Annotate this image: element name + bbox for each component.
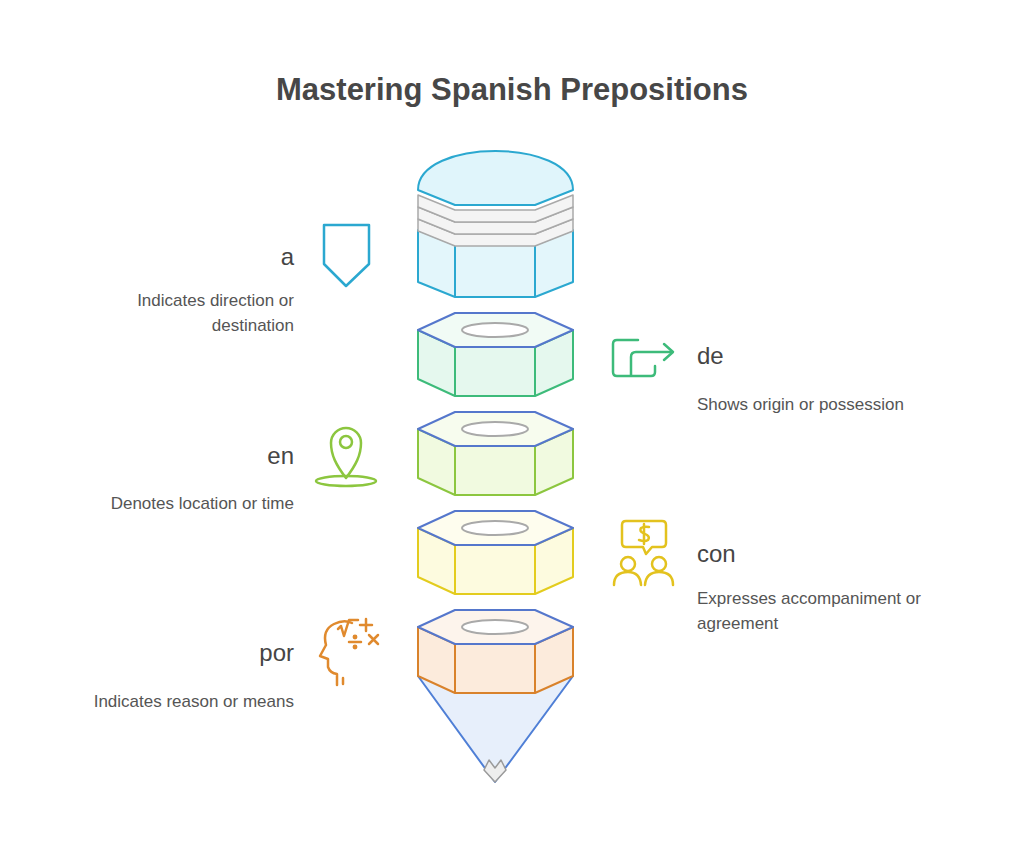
pencil-cap <box>418 151 573 297</box>
preposition-label: de <box>697 341 777 371</box>
description-text: Indicates reason or means <box>24 689 294 714</box>
preposition-label: a <box>214 242 294 272</box>
preposition-label: con <box>697 539 777 569</box>
arrow-icon <box>613 340 673 376</box>
preposition-label: por <box>214 638 294 668</box>
preposition-label: en <box>214 441 294 471</box>
shield-icon <box>324 225 369 286</box>
lime-nut <box>418 412 573 495</box>
diagram-title: Mastering Spanish Prepositions <box>0 70 1024 110</box>
people-money-icon <box>614 521 673 585</box>
thinking-head-icon <box>320 619 378 685</box>
description-text: Denotes location or time <box>24 491 294 516</box>
description-text: Expresses accompaniment or agreement <box>697 586 967 636</box>
orange-nut <box>418 610 573 693</box>
description-text: Shows origin or possession <box>697 392 1017 417</box>
yellow-nut <box>418 511 573 594</box>
green-nut <box>418 313 573 396</box>
location-pin-icon <box>316 428 376 486</box>
description-text: Indicates direction or destination <box>89 288 294 338</box>
